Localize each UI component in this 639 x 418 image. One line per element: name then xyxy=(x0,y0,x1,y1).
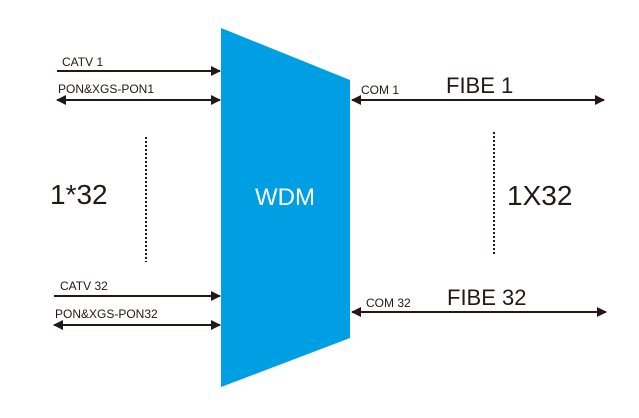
fibe-32-label: FIBE 32 xyxy=(447,285,526,310)
com-32-label: COM 32 xyxy=(366,296,411,310)
catv-1-label: CATV 1 xyxy=(62,55,103,69)
wdm-label: WDM xyxy=(255,184,315,211)
right-count-label: 1X32 xyxy=(507,180,572,211)
fibe-1-label: FIBE 1 xyxy=(446,73,513,98)
pon-32-label: PON&XGS-PON32 xyxy=(55,307,158,321)
pon-1-label: PON&XGS-PON1 xyxy=(58,82,154,96)
catv-32-label: CATV 32 xyxy=(60,279,108,293)
com-1-label: COM 1 xyxy=(361,83,399,97)
left-count-label: 1*32 xyxy=(50,179,108,210)
wdm-block xyxy=(221,28,350,387)
